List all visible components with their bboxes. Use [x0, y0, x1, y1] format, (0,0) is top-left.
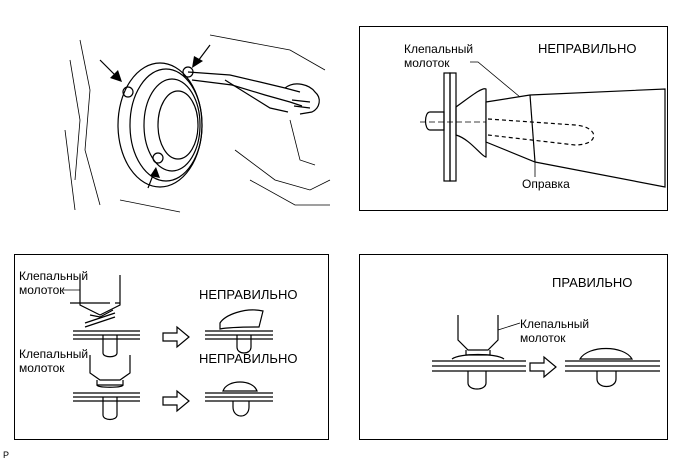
panel-incorrect-examples: Клепальный молоток НЕПРАВИЛЬНО Клепальны… [14, 254, 329, 440]
riveter-label: Клепальный [520, 317, 590, 331]
mandrel-label: Оправка [522, 177, 570, 191]
status-incorrect: НЕПРАВИЛЬНО [538, 41, 637, 56]
riveter-label-1-line2: молоток [19, 283, 65, 297]
speaker-installation-illustration [60, 30, 335, 215]
riveter-label: Клепальный [404, 42, 474, 56]
panel-correct-example: ПРАВИЛЬНО Клепальный молоток [359, 254, 668, 440]
riveter-label-line2: молоток [520, 331, 566, 345]
status-incorrect-2: НЕПРАВИЛЬНО [199, 351, 298, 366]
riveter-label-line2: молоток [404, 56, 450, 70]
panel-incorrect-angle: Клепальный молоток НЕПРАВИЛЬНО Оправка [359, 26, 668, 211]
status-correct: ПРАВИЛЬНО [552, 275, 633, 290]
riveter-label-1: Клепальный [19, 269, 89, 283]
status-incorrect-1: НЕПРАВИЛЬНО [199, 287, 298, 302]
riveter-label-2-line2: молоток [19, 361, 65, 375]
footer-mark: P [3, 450, 10, 460]
riveter-label-2: Клепальный [19, 347, 89, 361]
